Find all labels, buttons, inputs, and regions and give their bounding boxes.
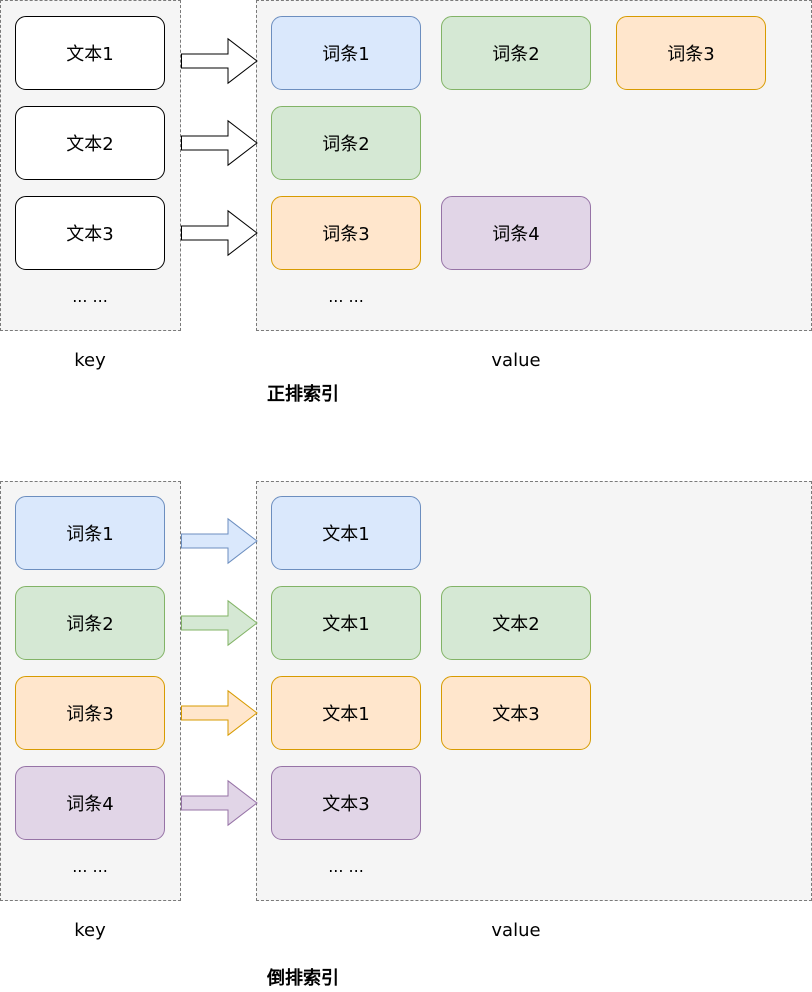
- forward-key-label: key: [74, 350, 106, 371]
- inverted-arrow: [181, 779, 258, 827]
- inverted-key-node: 词条1: [15, 496, 165, 570]
- forward-value-node: 词条3: [271, 196, 421, 270]
- inverted-value-node: 文本1: [271, 586, 421, 660]
- inverted-value-node: 文本1: [271, 496, 421, 570]
- forward-key-node: 文本2: [15, 106, 165, 180]
- forward-value-node: 词条2: [441, 16, 591, 90]
- forward-value-node: 词条1: [271, 16, 421, 90]
- inverted-value-label: value: [491, 920, 541, 941]
- forward-key-node: 文本3: [15, 196, 165, 270]
- forward-key-ellipsis: ... ...: [72, 287, 108, 306]
- forward-value-node: 词条4: [441, 196, 591, 270]
- inverted-key-node: 词条4: [15, 766, 165, 840]
- forward-value-node: 词条3: [616, 16, 766, 90]
- forward-arrow: [181, 209, 258, 257]
- inverted-value-ellipsis: ... ...: [328, 857, 364, 876]
- forward-arrow: [181, 37, 258, 85]
- inverted-arrow: [181, 689, 258, 737]
- inverted-value-node: 文本1: [271, 676, 421, 750]
- inverted-key-ellipsis: ... ...: [72, 857, 108, 876]
- inverted-key-label: key: [74, 920, 106, 941]
- forward-value-ellipsis: ... ...: [328, 287, 364, 306]
- inverted-key-node: 词条3: [15, 676, 165, 750]
- inverted-value-node: 文本3: [441, 676, 591, 750]
- inverted-key-node: 词条2: [15, 586, 165, 660]
- forward-value-label: value: [491, 350, 541, 371]
- inverted-value-node: 文本3: [271, 766, 421, 840]
- inverted-arrow: [181, 599, 258, 647]
- forward-index-title: 正排索引: [267, 384, 339, 405]
- forward-value-node: 词条2: [271, 106, 421, 180]
- inverted-value-node: 文本2: [441, 586, 591, 660]
- forward-arrow: [181, 119, 258, 167]
- inverted-arrow: [181, 517, 258, 565]
- inverted-index-title: 倒排索引: [267, 968, 339, 989]
- forward-key-node: 文本1: [15, 16, 165, 90]
